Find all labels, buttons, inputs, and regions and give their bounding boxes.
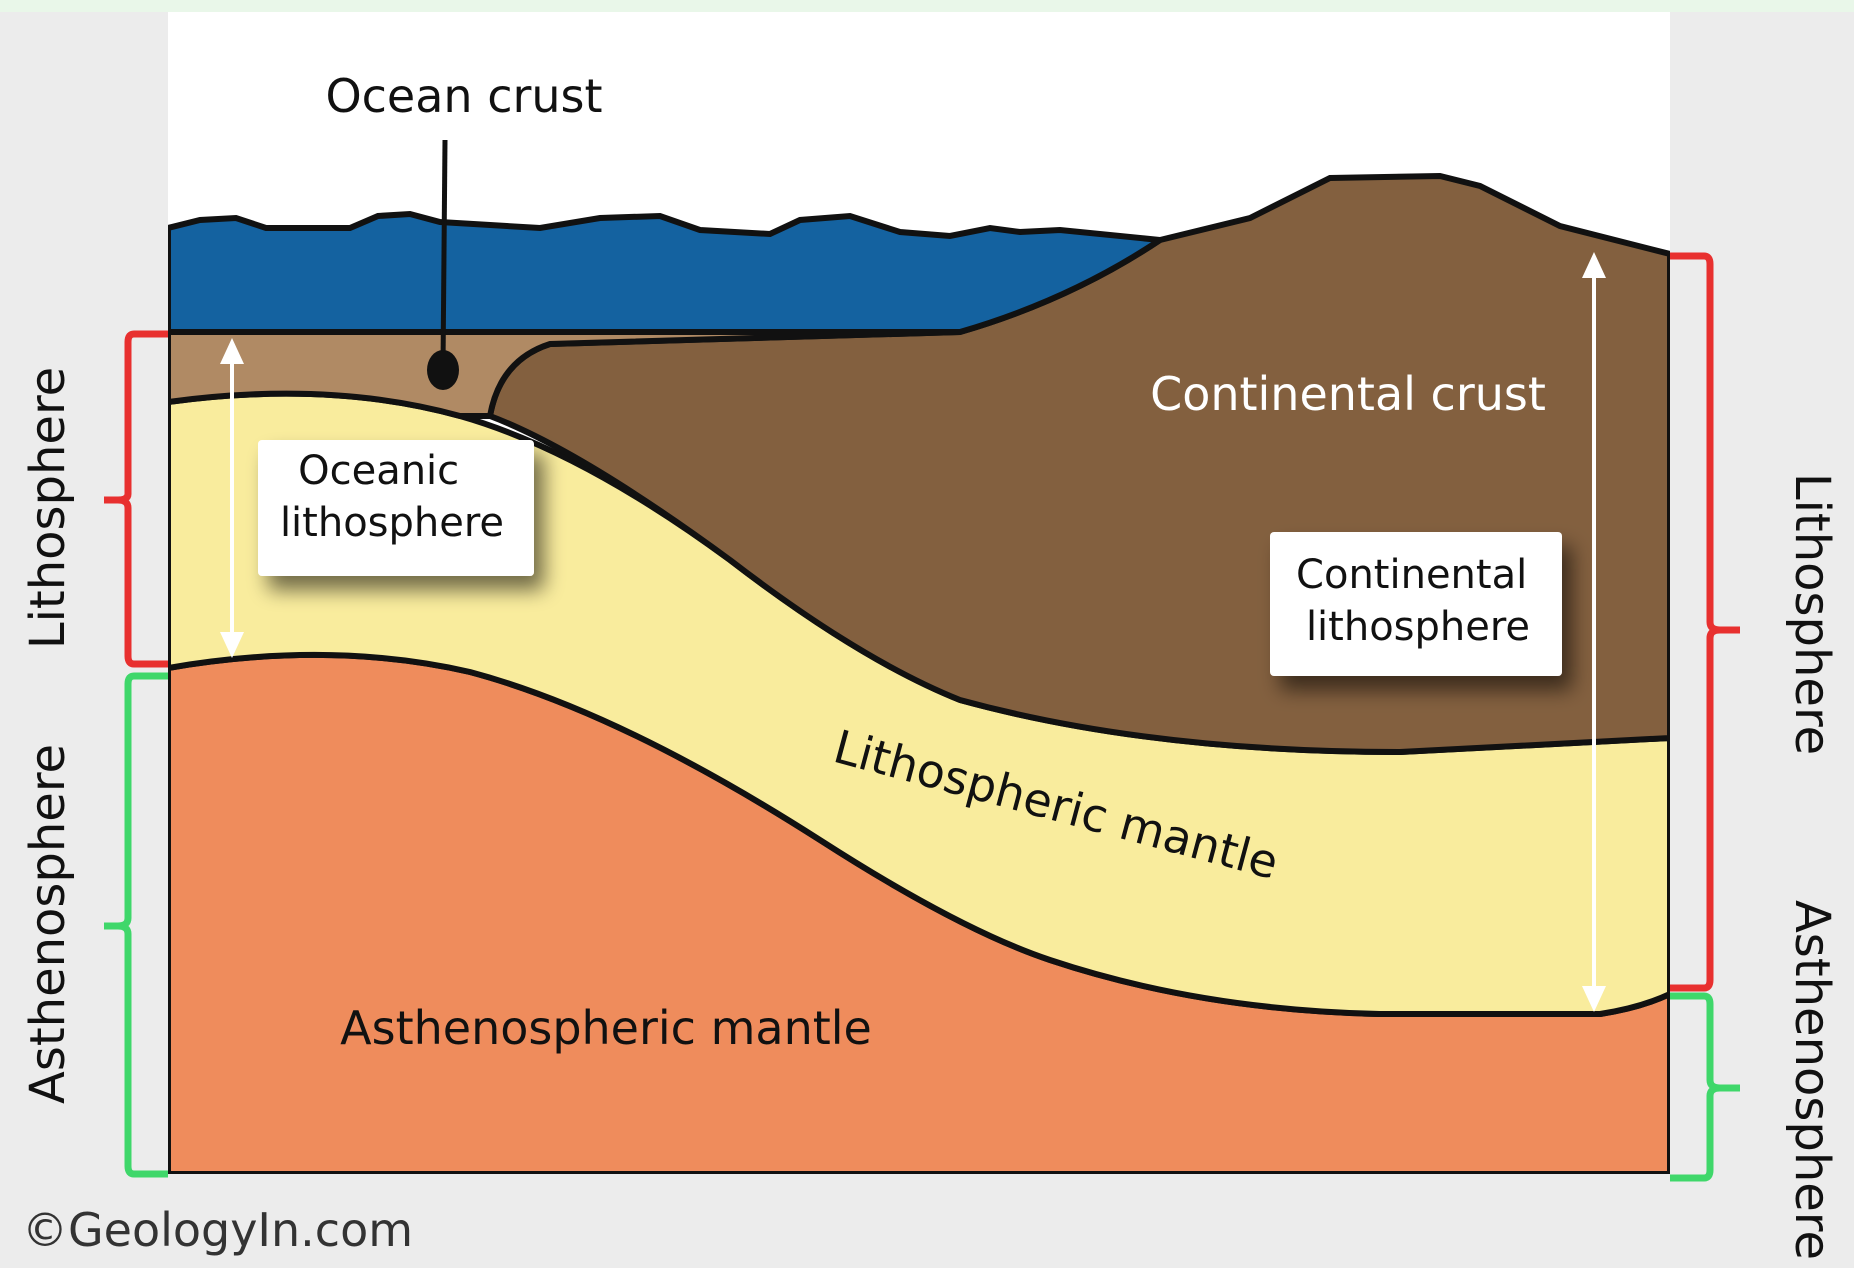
left-asthenosphere-bracket bbox=[104, 676, 168, 1174]
right-lithosphere-label: Lithosphere bbox=[1784, 473, 1840, 755]
ocean-crust-pointer-line bbox=[443, 140, 445, 366]
ocean-crust-label: Ocean crust bbox=[325, 69, 602, 123]
oceanic-lithosphere-label-line1: Oceanic bbox=[298, 448, 459, 494]
right-asthenosphere-bracket bbox=[1670, 996, 1740, 1178]
continental-lithosphere-label-line1: Continental bbox=[1296, 552, 1527, 598]
right-lithosphere-bracket bbox=[1670, 256, 1740, 988]
asthenospheric-mantle-label: Asthenospheric mantle bbox=[340, 1001, 872, 1055]
left-asthenosphere-label: Asthenosphere bbox=[20, 744, 76, 1104]
ocean-crust-pointer-dot bbox=[427, 350, 459, 390]
left-lithosphere-label: Lithosphere bbox=[20, 367, 76, 649]
left-lithosphere-bracket bbox=[104, 334, 168, 664]
continental-crust-label: Continental crust bbox=[1150, 367, 1546, 421]
watermark: ©GeologyIn.com bbox=[22, 1203, 413, 1257]
right-asthenosphere-label: Asthenosphere bbox=[1784, 900, 1840, 1260]
ocean-layer bbox=[168, 214, 1160, 332]
oceanic-lithosphere-label-line2: lithosphere bbox=[280, 500, 504, 546]
top-strip bbox=[0, 0, 1854, 12]
continental-lithosphere-label-line2: lithosphere bbox=[1306, 604, 1530, 650]
